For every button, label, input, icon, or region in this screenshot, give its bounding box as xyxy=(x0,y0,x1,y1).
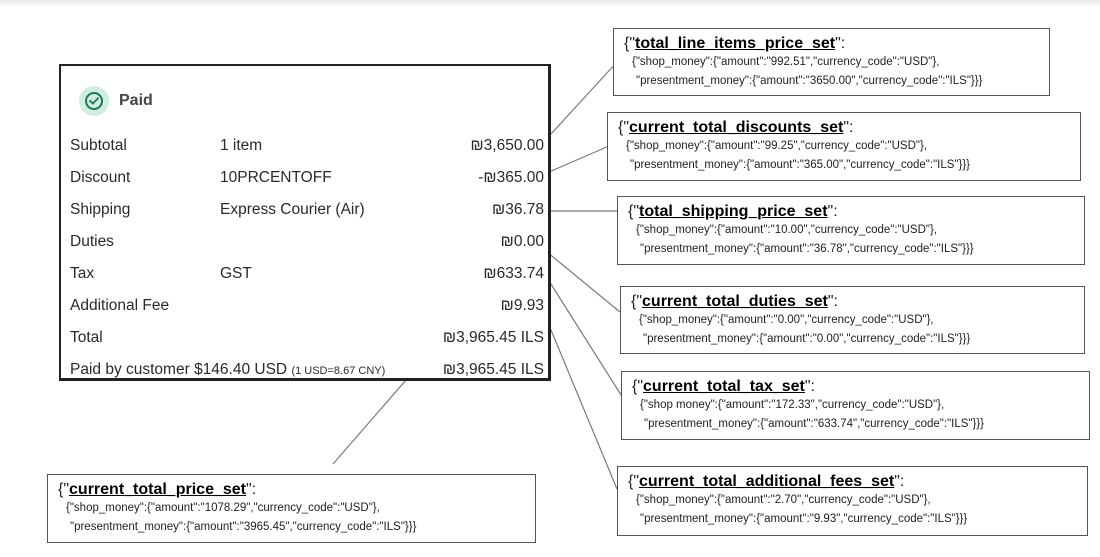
row-label-with-detail: Paid by customer $146.40 USD (1 USD=8.67… xyxy=(70,361,385,379)
callout-key-line: {"current_total_price_set": xyxy=(58,481,257,498)
json-key: current_total_price_set xyxy=(69,481,246,498)
json-key: current_total_additional_fees_set xyxy=(639,473,895,490)
callout-key-line: {"current_total_duties_set": xyxy=(631,293,838,310)
row-label: Tax xyxy=(70,265,95,282)
summary-row-shipping: Shipping Express Courier (Air) ₪36.78 xyxy=(70,201,544,225)
row-amount: ₪3,965.45 ILS xyxy=(442,329,544,346)
paid-status-label: Paid xyxy=(119,92,153,109)
json-shop-money: {"shop money":{"amount":"172.33","curren… xyxy=(640,399,945,411)
connector-line-additional-fee xyxy=(545,317,618,490)
json-shop-money: {"shop_money":{"amount":"0.00","currency… xyxy=(639,314,934,326)
top-divider xyxy=(0,0,1100,7)
json-presentment-money: "presentment_money":{"amount":"0.00","cu… xyxy=(643,333,971,345)
callout-current-total-additional-fees-set: {"current_total_additional_fees_set": {"… xyxy=(617,466,1088,536)
row-detail: 10PRCENTOFF xyxy=(220,169,332,186)
row-amount: ₪3,650.00 xyxy=(470,137,545,154)
callout-key-line: {"current_total_additional_fees_set": xyxy=(628,473,905,490)
callout-total-line-items-price-set: {"total_line_items_price_set": {"shop_mo… xyxy=(613,28,1050,96)
paid-check-icon xyxy=(79,86,109,116)
json-presentment-money: "presentment_money":{"amount":"3965.45",… xyxy=(70,521,417,533)
json-presentment-money: "presentment_money":{"amount":"365.00","… xyxy=(630,159,971,171)
summary-row-discount: Discount 10PRCENTOFF -₪365.00 xyxy=(70,169,544,193)
row-amount: ₪0.00 xyxy=(500,233,544,250)
summary-row-duties: Duties ₪0.00 xyxy=(70,233,544,257)
connector-line-tax xyxy=(548,280,624,399)
callout-current-total-price-set: {"current_total_price_set": {"shop_money… xyxy=(47,474,536,543)
connector-line-duties xyxy=(546,251,621,313)
row-amount: ₪633.74 xyxy=(483,265,544,282)
callout-current-total-discounts-set: {"current_total_discounts_set": {"shop_m… xyxy=(607,112,1081,181)
row-label: Shipping xyxy=(70,201,131,218)
callout-current-total-duties-set: {"current_total_duties_set": {"shop_mone… xyxy=(620,286,1085,354)
row-label: Discount xyxy=(70,169,131,186)
row-amount: -₪365.00 xyxy=(478,169,544,186)
json-shop-money: {"shop_money":{"amount":"1078.29","curre… xyxy=(66,502,380,514)
callout-current-total-tax-set: {"current_total_tax_set": {"shop money":… xyxy=(621,371,1090,440)
json-key: current_total_duties_set xyxy=(642,293,828,310)
row-amount: ₪9.93 xyxy=(500,297,544,314)
json-shop-money: {"shop_money":{"amount":"99.25","currenc… xyxy=(626,140,928,152)
callout-key-line: {"current_total_tax_set": xyxy=(632,378,815,395)
row-label: Duties xyxy=(70,233,114,250)
row-label: Additional Fee xyxy=(70,297,170,314)
row-label: Paid by customer xyxy=(70,361,190,378)
json-shop-money: {"shop_money":{"amount":"10.00","currenc… xyxy=(636,224,938,236)
json-shop-money: {"shop_money":{"amount":"2.70","currency… xyxy=(636,494,931,506)
summary-row-paid-by-customer: Paid by customer $146.40 USD (1 USD=8.67… xyxy=(70,361,544,385)
json-presentment-money: "presentment_money":{"amount":"3650.00",… xyxy=(636,75,983,87)
row-detail: $146.40 USD xyxy=(194,361,288,378)
summary-row-additional-fee: Additional Fee ₪9.93 xyxy=(70,297,544,321)
callout-key-line: {"total_shipping_price_set": xyxy=(628,203,838,220)
json-key: current_total_discounts_set xyxy=(629,119,844,136)
json-presentment-money: "presentment_money":{"amount":"9.93","cu… xyxy=(640,513,968,525)
row-detail: Express Courier (Air) xyxy=(220,201,365,218)
json-key: total_shipping_price_set xyxy=(639,203,828,220)
summary-row-total: Total ₪3,965.45 ILS xyxy=(70,329,544,353)
row-amount: ₪36.78 xyxy=(492,201,544,218)
summary-row-subtotal: Subtotal 1 item ₪3,650.00 xyxy=(70,137,544,161)
row-detail: GST xyxy=(220,265,252,282)
json-key: total_line_items_price_set xyxy=(635,35,836,52)
json-key: current_total_tax_set xyxy=(643,378,805,395)
exchange-rate-note: (1 USD=8.67 CNY) xyxy=(291,365,386,377)
paid-status: Paid xyxy=(79,84,153,118)
row-amount: ₪3,965.45 ILS xyxy=(442,361,544,378)
json-presentment-money: "presentment_money":{"amount":"36.78","c… xyxy=(640,243,974,255)
summary-row-tax: Tax GST ₪633.74 xyxy=(70,265,544,289)
connector-line-discount xyxy=(548,145,610,173)
row-label: Subtotal xyxy=(70,137,127,154)
order-summary-panel: Paid Subtotal 1 item ₪3,650.00 Discount … xyxy=(59,64,551,381)
callout-key-line: {"current_total_discounts_set": xyxy=(618,119,854,136)
json-shop-money: {"shop_money":{"amount":"992.51","curren… xyxy=(632,56,940,68)
callout-total-shipping-price-set: {"total_shipping_price_set": {"shop_mone… xyxy=(617,196,1085,265)
row-detail: 1 item xyxy=(220,137,263,154)
json-presentment-money: "presentment_money":{"amount":"633.74","… xyxy=(644,418,985,430)
callout-key-line: {"total_line_items_price_set": xyxy=(624,35,846,52)
row-label: Total xyxy=(70,329,103,346)
